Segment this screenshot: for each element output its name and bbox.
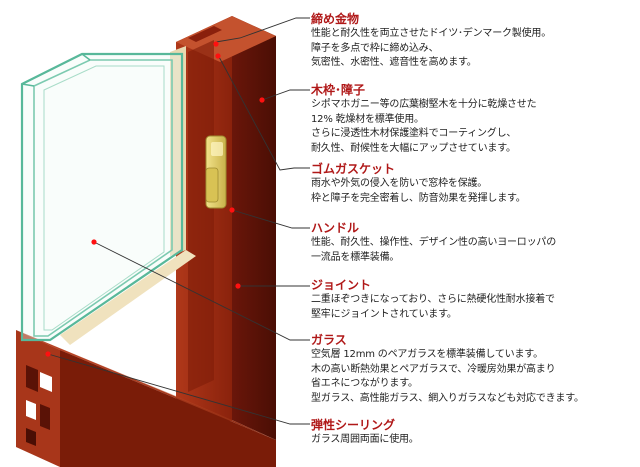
handle xyxy=(206,136,226,208)
annotation-text: 雨水や外気の侵入を防いで窓枠を保護。 xyxy=(311,177,637,192)
annotation-text: 12% 乾燥材を標準使用。 xyxy=(311,113,637,128)
annotation-text: 省エネにつながります。 xyxy=(311,377,637,392)
annotation-title: 木枠･障子 xyxy=(311,83,637,98)
annotation-title: ハンドル xyxy=(311,221,637,236)
annotation-text: 性能、耐久性、操作性、デザイン性の高いヨーロッパの xyxy=(311,236,637,251)
annotation-text: 木の高い断熱効果とペアガラスで、冷暖房効果が高まり xyxy=(311,363,637,378)
annotation-text: シポマホガニー等の広葉樹堅木を十分に乾燥させた xyxy=(311,98,637,113)
annotation-rubber-gasket: ゴムガスケット 雨水や外気の侵入を防いで窓枠を保護。 枠と障子を完全密着し、防音… xyxy=(311,162,637,206)
annotation-title: 締め金物 xyxy=(311,12,637,27)
annotation-title: ガラス xyxy=(311,333,637,348)
annotation-glass: ガラス 空気層 12mm のペアガラスを標準装備しています。 木の高い断熱効果と… xyxy=(311,333,637,406)
pair-glass xyxy=(22,54,182,340)
right-frame xyxy=(176,16,276,446)
annotation-text: 性能と耐久性を両立させたドイツ･デンマーク製使用。 xyxy=(311,27,637,42)
annotation-wood-frame: 木枠･障子 シポマホガニー等の広葉樹堅木を十分に乾燥させた 12% 乾燥材を標準… xyxy=(311,83,637,156)
annotation-text: 堅牢にジョイントされています。 xyxy=(311,308,637,323)
annotation-text: ガラス周囲両面に使用。 xyxy=(311,433,637,448)
annotation-joint: ジョイント 二重ほぞつきになっており、さらに熱硬化性耐水接着で 堅牢にジョイント… xyxy=(311,278,637,322)
annotation-text: 耐久性、耐候性を大幅にアップさせています。 xyxy=(311,142,637,157)
annotation-text: 型ガラス、高性能ガラス、網入りガラスなども対応できます。 xyxy=(311,392,637,407)
annotation-elastic-sealing: 弾性シーリング ガラス周囲両面に使用。 xyxy=(311,418,637,448)
annotation-text: 障子を多点で枠に締め込み、 xyxy=(311,42,637,57)
annotation-text: 枠と障子を完全密着し、防音効果を発揮します。 xyxy=(311,192,637,207)
annotation-title: ジョイント xyxy=(311,278,637,293)
annotation-text: 空気層 12mm のペアガラスを標準装備しています。 xyxy=(311,348,637,363)
annotation-handle: ハンドル 性能、耐久性、操作性、デザイン性の高いヨーロッパの 一流品を標準装備。 xyxy=(311,221,637,265)
annotation-text: さらに浸透性木材保護塗料でコーティングし、 xyxy=(311,127,637,142)
annotation-title: 弾性シーリング xyxy=(311,418,637,433)
annotation-fastening-hardware: 締め金物 性能と耐久性を両立させたドイツ･デンマーク製使用。 障子を多点で枠に締… xyxy=(311,12,637,71)
annotation-text: 気密性、水密性、遮音性を高めます。 xyxy=(311,56,637,71)
annotation-text: 二重ほぞつきになっており、さらに熱硬化性耐水接着で xyxy=(311,293,637,308)
annotation-title: ゴムガスケット xyxy=(311,162,637,177)
annotation-text: 一流品を標準装備。 xyxy=(311,251,637,266)
